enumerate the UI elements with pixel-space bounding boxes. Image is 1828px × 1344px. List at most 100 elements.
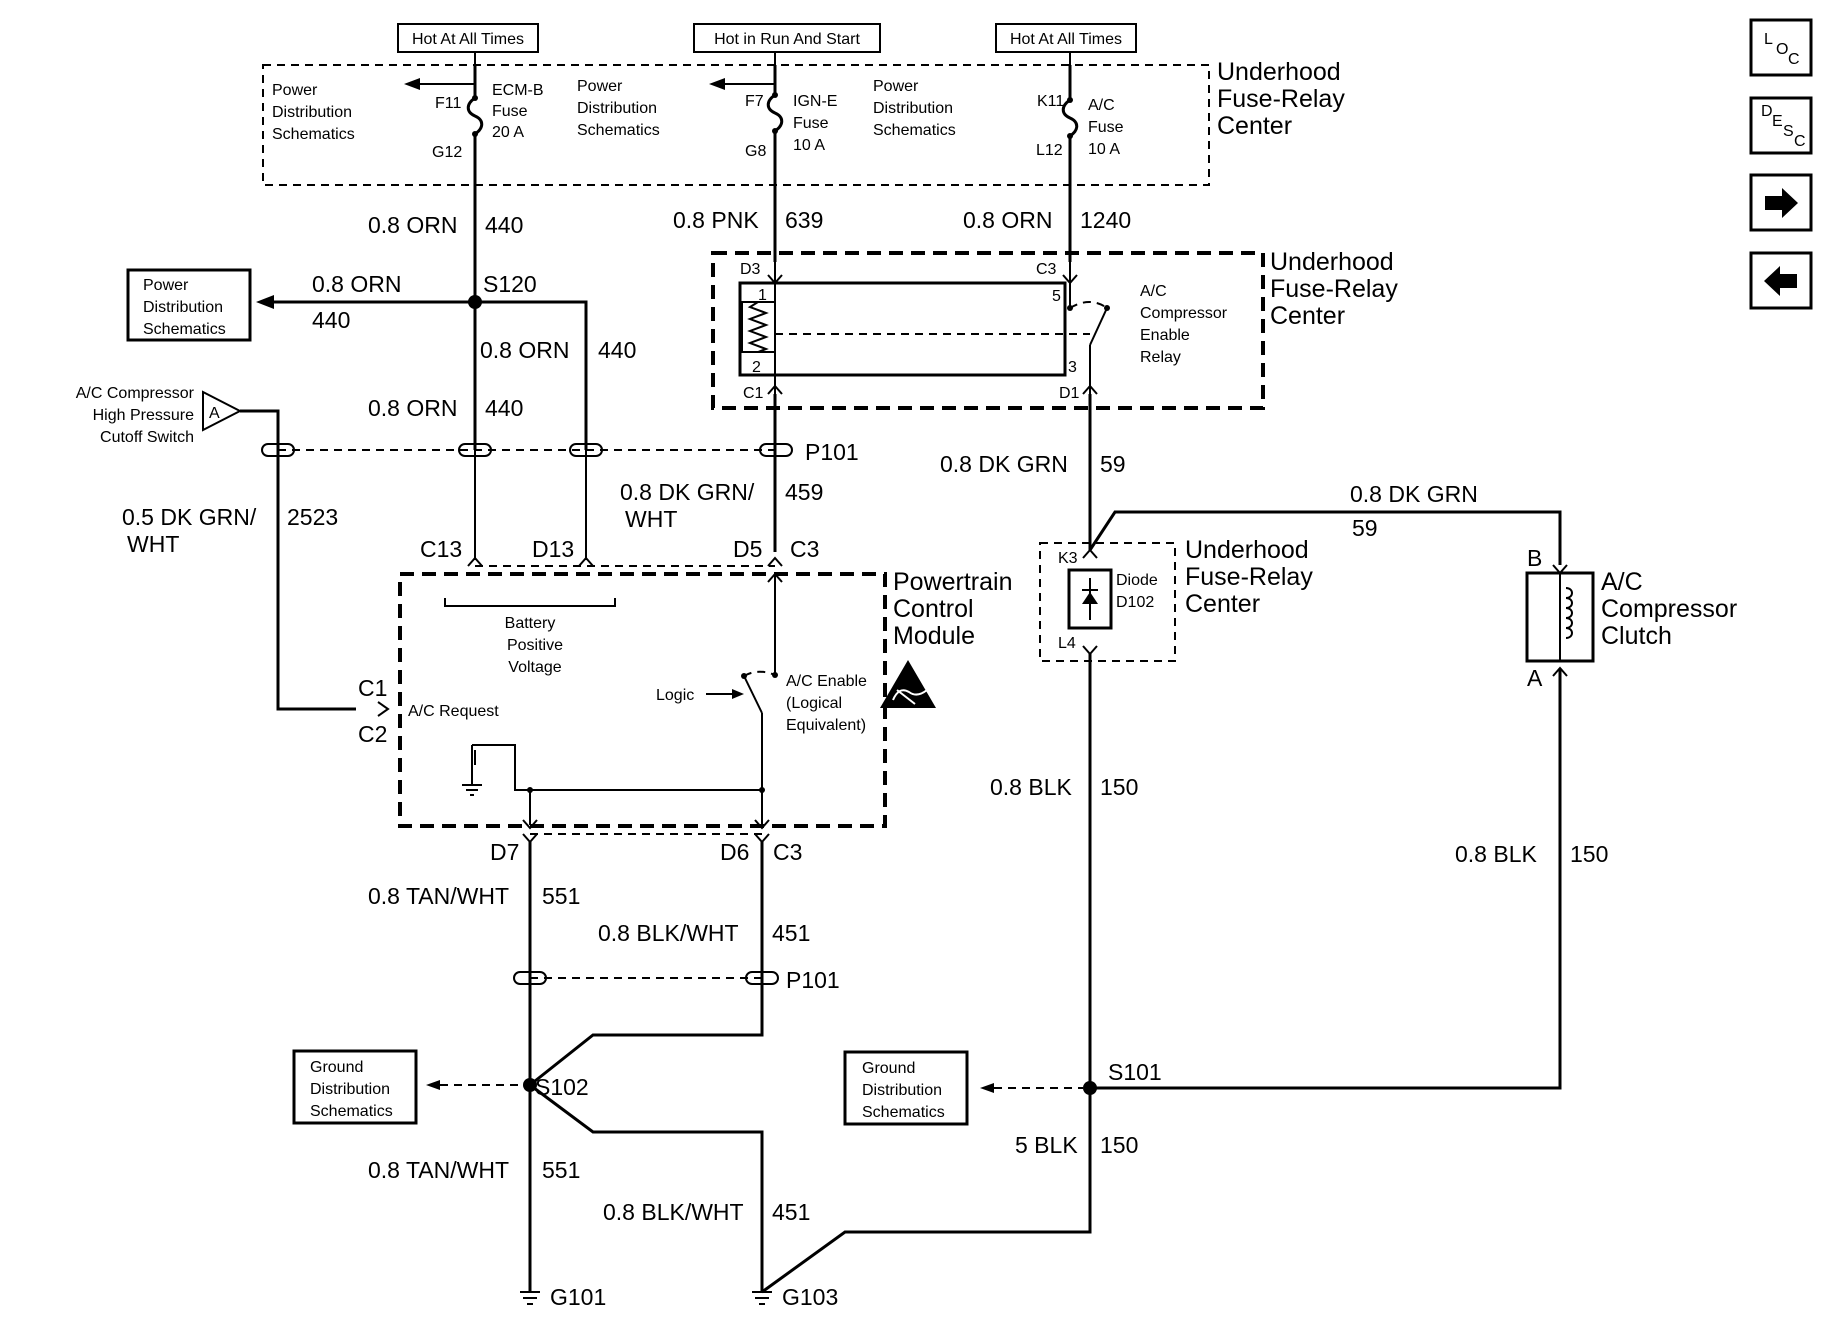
esd-warning-icon xyxy=(880,660,936,708)
uhfrc-label-top: Underhood Fuse-Relay Center xyxy=(1217,58,1345,140)
svg-text:Ground: Ground xyxy=(862,1060,915,1077)
svg-text:0.8 TAN/WHT: 0.8 TAN/WHT xyxy=(368,883,509,909)
svg-text:A/C: A/C xyxy=(1140,283,1167,300)
svg-text:0.8 BLK/WHT: 0.8 BLK/WHT xyxy=(598,920,739,946)
svg-text:Compressor: Compressor xyxy=(1601,595,1737,623)
svg-text:Underhood: Underhood xyxy=(1185,536,1309,564)
svg-text:Schematics: Schematics xyxy=(143,321,226,338)
svg-text:2: 2 xyxy=(752,359,761,376)
uhfrc-label-diode: Underhood Fuse-Relay Center xyxy=(1185,536,1313,618)
svg-text:A: A xyxy=(1527,665,1543,691)
svg-text:Schematics: Schematics xyxy=(873,122,956,139)
svg-text:551: 551 xyxy=(542,1157,580,1183)
svg-text:Fuse-Relay: Fuse-Relay xyxy=(1217,85,1345,113)
svg-text:ECM-B: ECM-B xyxy=(492,82,544,99)
svg-text:L12: L12 xyxy=(1036,142,1063,159)
svg-text:K11: K11 xyxy=(1037,93,1064,110)
pcm-outline xyxy=(398,572,887,828)
svg-text:Logic: Logic xyxy=(656,687,694,704)
svg-text:A/C Compressor: A/C Compressor xyxy=(76,385,195,402)
wire-blk-150-diode: 0.8 BLK 150 xyxy=(990,654,1138,1088)
svg-text:P101: P101 xyxy=(786,967,840,993)
wire-s120-right: 0.8 ORN 440 xyxy=(475,300,636,450)
svg-text:Cutoff Switch: Cutoff Switch xyxy=(100,429,194,446)
svg-text:1240: 1240 xyxy=(1080,207,1131,233)
splice-s101: S101 xyxy=(1083,1059,1162,1095)
svg-text:WHT: WHT xyxy=(127,531,179,557)
diode-d102: K3 Diode D102 L4 xyxy=(1058,548,1158,656)
svg-text:D13: D13 xyxy=(532,536,574,562)
svg-text:C1: C1 xyxy=(743,385,764,402)
loc-button[interactable]: L O C xyxy=(1749,18,1813,77)
svg-text:Ground: Ground xyxy=(310,1059,363,1076)
svg-text:C3: C3 xyxy=(773,839,802,865)
hp-cutoff-switch-label: A/C Compressor High Pressure Cutoff Swit… xyxy=(76,385,195,446)
svg-text:Power: Power xyxy=(873,78,919,95)
svg-text:L: L xyxy=(1764,31,1773,48)
wire-pnk-639: 0.8 PNK 639 xyxy=(673,185,823,262)
svg-text:Fuse: Fuse xyxy=(492,103,528,120)
svg-text:C: C xyxy=(1788,51,1800,68)
wire-blk-150-ground: 5 BLK 150 xyxy=(761,1088,1138,1294)
svg-text:150: 150 xyxy=(1570,841,1608,867)
svg-text:C2: C2 xyxy=(358,721,387,747)
svg-text:0.8 ORN: 0.8 ORN xyxy=(368,212,457,238)
svg-text:D: D xyxy=(1761,103,1773,120)
svg-text:Power: Power xyxy=(577,78,623,95)
svg-text:0.8 ORN: 0.8 ORN xyxy=(480,337,569,363)
svg-text:Compressor: Compressor xyxy=(1140,305,1228,322)
wire-tanwht-551-lower: 0.8 TAN/WHT 551 xyxy=(368,1085,580,1292)
svg-text:D3: D3 xyxy=(740,261,761,278)
svg-text:Control: Control xyxy=(893,595,974,623)
forward-arrow-icon xyxy=(1765,188,1798,218)
svg-text:Relay: Relay xyxy=(1140,349,1181,366)
svg-text:Power: Power xyxy=(272,82,318,99)
svg-text:G103: G103 xyxy=(782,1284,838,1310)
wire-s120-down: 0.8 ORN 440 xyxy=(368,302,523,450)
connector-p101-bottom: P101 xyxy=(513,967,840,993)
svg-text:440: 440 xyxy=(485,212,523,238)
svg-text:59: 59 xyxy=(1100,451,1126,477)
back-button[interactable] xyxy=(1749,251,1813,310)
wire-dkgrnwht-459: 0.8 DK GRN/ WHT 459 xyxy=(620,394,823,552)
connector-p101-top: P101 xyxy=(261,439,859,465)
svg-text:F11: F11 xyxy=(435,95,461,112)
svg-text:Underhood: Underhood xyxy=(1217,58,1341,86)
svg-text:Distribution: Distribution xyxy=(873,100,953,117)
svg-text:1: 1 xyxy=(758,287,767,304)
svg-text:3: 3 xyxy=(1068,359,1077,376)
wire-dkgrnwht-2523: 0.5 DK GRN/ WHT 2523 xyxy=(122,450,356,711)
svg-text:A/C Request: A/C Request xyxy=(408,703,499,720)
svg-text:150: 150 xyxy=(1100,1132,1138,1158)
desc-button[interactable]: D E S C xyxy=(1749,96,1813,155)
svg-text:451: 451 xyxy=(772,920,810,946)
svg-text:E: E xyxy=(1772,113,1783,130)
svg-text:Center: Center xyxy=(1217,112,1292,140)
wire-s120-left: 0.8 ORN 440 xyxy=(256,271,475,333)
forward-button[interactable] xyxy=(1749,173,1813,232)
svg-text:5 BLK: 5 BLK xyxy=(1015,1132,1078,1158)
svg-text:IGN-E: IGN-E xyxy=(793,93,837,110)
uhfrc-label-relay: Underhood Fuse-Relay Center xyxy=(1270,248,1398,330)
svg-text:High Pressure: High Pressure xyxy=(93,407,194,424)
svg-text:2523: 2523 xyxy=(287,504,338,530)
wire-dkgrn-59-clutch: 0.8 DK GRN 59 xyxy=(1088,481,1562,565)
svg-text:Power: Power xyxy=(143,277,189,294)
svg-text:L4: L4 xyxy=(1058,635,1076,652)
svg-text:Distribution: Distribution xyxy=(577,100,657,117)
svg-text:Fuse-Relay: Fuse-Relay xyxy=(1270,275,1398,303)
svg-text:0.8 PNK: 0.8 PNK xyxy=(673,207,759,233)
svg-text:C1: C1 xyxy=(358,675,387,701)
wire-blkwht-451-lower: 0.8 BLK/WHT 451 xyxy=(529,1083,810,1292)
svg-text:Center: Center xyxy=(1270,302,1345,330)
svg-text:0.8 ORN: 0.8 ORN xyxy=(312,271,401,297)
svg-text:S: S xyxy=(1783,123,1794,140)
pcm-bottom-pins: D7 D6 C3 xyxy=(490,819,802,865)
pds-label-2: Power Distribution Schematics xyxy=(577,78,660,139)
pds-box-left: Power Distribution Schematics xyxy=(126,268,252,342)
svg-text:Distribution: Distribution xyxy=(310,1081,390,1098)
fuse-ac: K11 L12 A/C Fuse 10 A xyxy=(1036,65,1124,185)
svg-text:Fuse: Fuse xyxy=(1088,119,1124,136)
gds-right: Ground Distribution Schematics xyxy=(843,1050,1083,1126)
svg-text:C: C xyxy=(1794,133,1806,150)
